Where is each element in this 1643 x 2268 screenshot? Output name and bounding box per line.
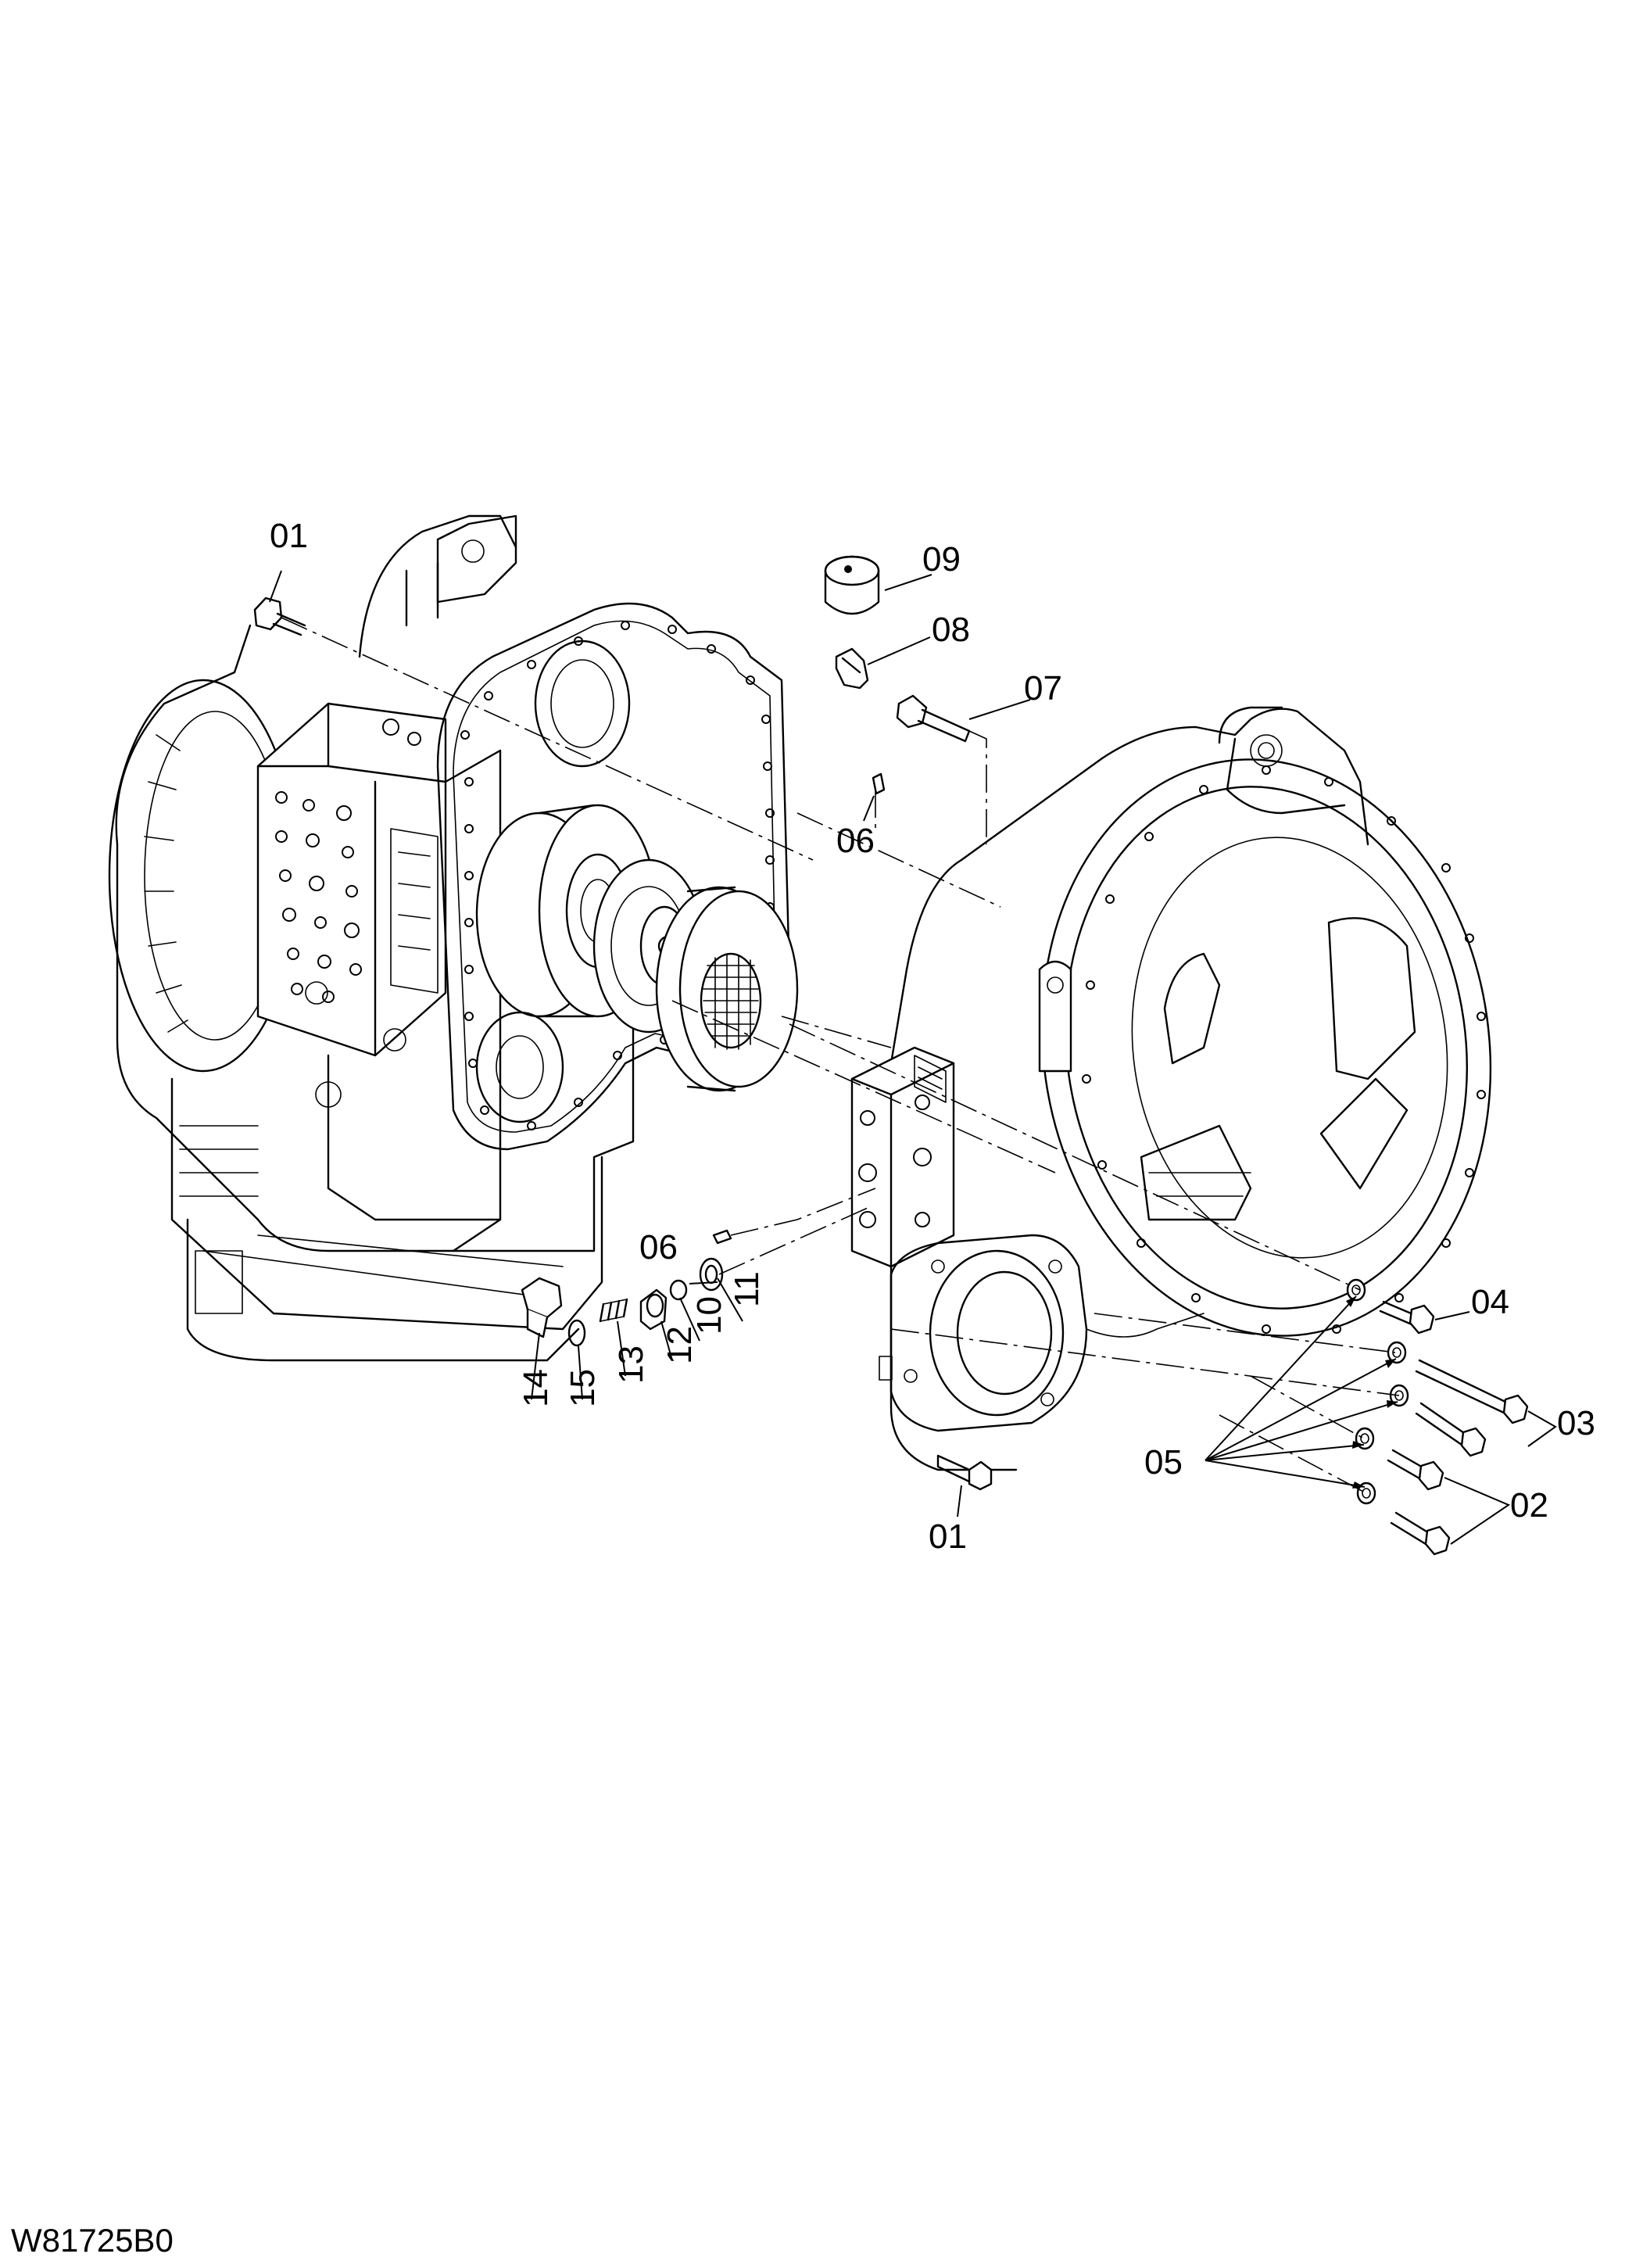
callout-09: 09 [922, 540, 961, 579]
callout-labels: 01 01 02 03 04 05 06 06 07 08 09 10 11 1… [270, 517, 1595, 1556]
callout-04: 04 [1471, 1283, 1509, 1321]
washers-05 [1346, 1278, 1409, 1505]
leader-lines [269, 570, 1557, 1545]
ball-10 [669, 1279, 688, 1301]
callout-08: 08 [932, 611, 970, 649]
callout-06-mid: 06 [639, 1228, 678, 1267]
spring-13 [599, 1298, 628, 1323]
callout-07: 07 [1024, 669, 1062, 708]
plug-14 [521, 1277, 563, 1338]
bolt-04 [1379, 1300, 1435, 1335]
bolt-01-bottom [936, 1454, 993, 1491]
plug-12 [639, 1288, 668, 1331]
callout-03: 03 [1557, 1404, 1595, 1442]
bolts-02 [1387, 1449, 1451, 1556]
callout-12: 12 [660, 1326, 699, 1364]
callout-01-top: 01 [270, 517, 308, 555]
callout-14: 14 [517, 1369, 555, 1407]
ring-11 [699, 1257, 724, 1292]
callout-10: 10 [690, 1296, 728, 1335]
callout-15: 15 [564, 1369, 602, 1407]
callout-01-bottom: 01 [929, 1517, 967, 1556]
callout-13: 13 [612, 1345, 650, 1384]
callout-02: 02 [1510, 1486, 1548, 1525]
callout-11: 11 [728, 1271, 766, 1307]
callout-06-top: 06 [836, 822, 875, 860]
cap-09 [824, 555, 880, 615]
pin-06-mid [712, 1229, 732, 1245]
fitting-07 [896, 694, 971, 743]
elbow-fitting-08 [835, 647, 869, 690]
o-ring-15 [567, 1319, 586, 1347]
drawing-code: W81725B0 [11, 2222, 174, 2259]
bolt-01-top [253, 597, 306, 636]
pin-06-top [872, 772, 886, 795]
converter-housing [850, 706, 1492, 1471]
callout-05: 05 [1144, 1443, 1183, 1482]
small-parts [253, 555, 1529, 1556]
assembly-centerlines [281, 617, 1400, 1494]
bolts-03 [1415, 1359, 1529, 1457]
transmission-housing [108, 514, 799, 1362]
